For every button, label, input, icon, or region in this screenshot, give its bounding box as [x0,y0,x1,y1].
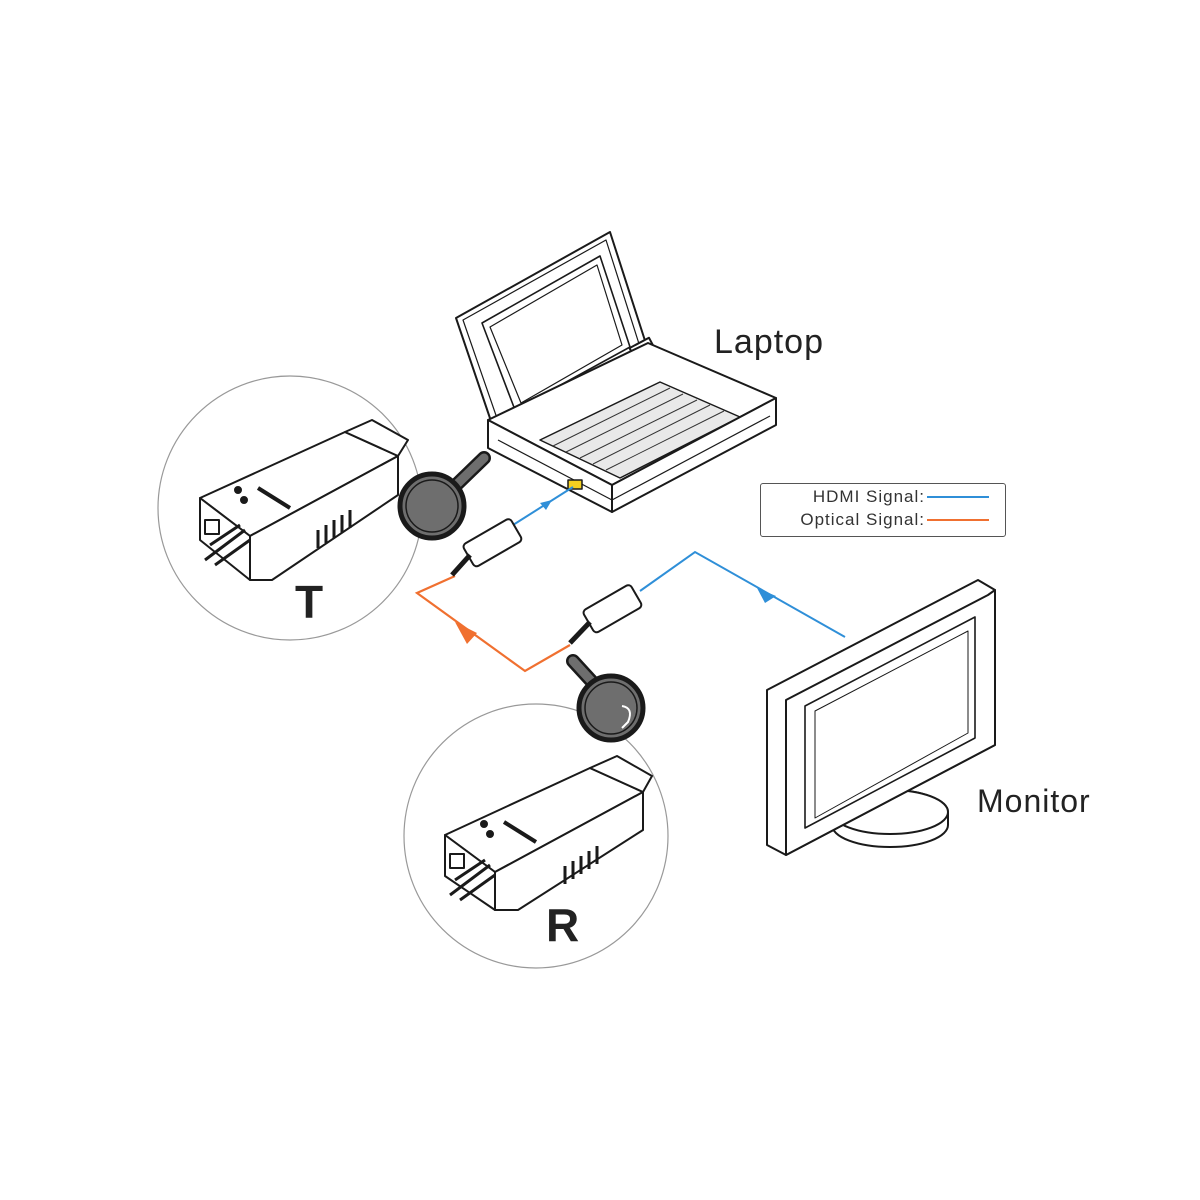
signal-legend: HDMI Signal: Optical Signal: [760,483,1006,537]
legend-swatch-hdmi [927,496,989,498]
legend-item-hdmi: HDMI Signal: [813,487,989,507]
transmitter-magnifier-icon [397,451,491,541]
optical-line-transmitter-to-receiver [414,574,571,673]
laptop-illustration [455,231,777,513]
monitor-illustration [766,579,996,856]
monitor-label: Monitor [977,783,1091,819]
hdmi-line-laptop-to-transmitter [512,486,574,526]
receiver-connector-small [568,584,643,645]
receiver-device [444,755,653,911]
hdmi-line-receiver-to-monitor [639,550,846,638]
legend-item-optical: Optical Signal: [800,510,989,530]
legend-label-hdmi: HDMI Signal: [812,487,925,506]
transmitter-label: T [295,576,324,628]
legend-swatch-optical [927,519,989,521]
legend-label-optical: Optical Signal: [800,510,925,529]
transmitter-detail-circle [157,375,423,641]
transmitter-connector-small [450,518,523,577]
receiver-magnifier-icon [566,654,646,743]
receiver-label: R [546,899,580,951]
receiver-detail-circle [403,703,669,969]
transmitter-device [199,419,409,581]
laptop-label: Laptop [714,323,824,361]
